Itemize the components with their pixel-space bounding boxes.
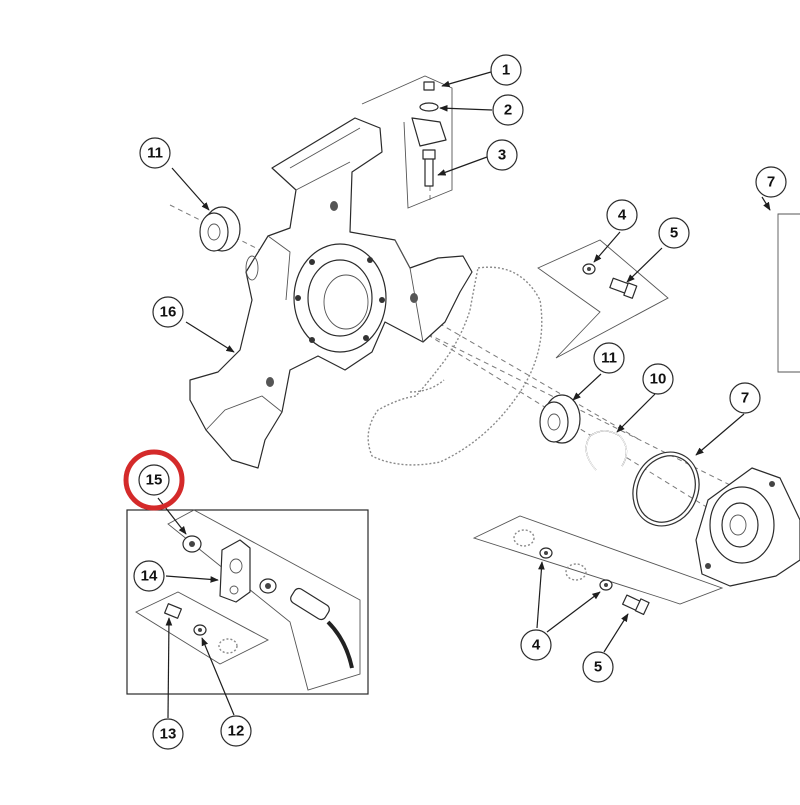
snap-ring-part-10 — [585, 430, 628, 471]
callout-5-upper-label: 5 — [670, 225, 678, 242]
callout-4-lower-label: 4 — [532, 637, 541, 654]
upper-axis-line — [329, 259, 641, 441]
callout-13-label: 13 — [160, 726, 177, 743]
callout-15[interactable]: 15 — [138, 464, 170, 496]
o-ring-part-7 — [632, 451, 700, 527]
callout-13[interactable]: 13 — [152, 718, 184, 750]
callout-7-top-label: 7 — [767, 174, 775, 191]
inset-frame — [126, 509, 369, 695]
callout-3[interactable]: 3 — [486, 139, 518, 171]
callout-3-label: 3 — [498, 147, 506, 164]
callout-bubbles: 1 2 3 4 5 7 7 10 11 11 16 15 14 13 12 4 … — [133, 54, 787, 750]
callout-10-label: 10 — [650, 371, 667, 388]
sprocket-outline — [367, 266, 543, 466]
callout-5-lower[interactable]: 5 — [582, 651, 614, 683]
callout-11-left[interactable]: 11 — [139, 137, 171, 169]
callout-7-ring[interactable]: 7 — [729, 382, 761, 414]
callout-2[interactable]: 2 — [492, 94, 524, 126]
callout-12[interactable]: 12 — [220, 715, 252, 747]
callout-16[interactable]: 16 — [152, 296, 184, 328]
main-bracket-part-16 — [189, 117, 473, 469]
callout-2-label: 2 — [504, 102, 512, 119]
callout-16-label: 16 — [160, 304, 177, 321]
callout-4-upper[interactable]: 4 — [606, 199, 638, 231]
callout-14[interactable]: 14 — [133, 560, 165, 592]
callout-15-label: 15 — [146, 472, 163, 489]
callout-14-label: 14 — [141, 568, 158, 585]
callout-7-ring-label: 7 — [741, 390, 749, 407]
bearing-part-11-left — [199, 206, 241, 252]
callout-7-top[interactable]: 7 — [755, 166, 787, 198]
highlight-ring-15 — [123, 449, 185, 511]
callout-12-label: 12 — [228, 723, 245, 740]
right-edge-panel — [777, 213, 800, 373]
callout-10[interactable]: 10 — [642, 363, 674, 395]
callout-4-upper-label: 4 — [618, 207, 627, 224]
callout-1-label: 1 — [502, 62, 510, 79]
callout-1[interactable]: 1 — [490, 54, 522, 86]
cover-plate — [695, 467, 800, 587]
leader-lines — [157, 71, 771, 719]
top-hardware-inset — [361, 75, 453, 209]
callout-11-right-label: 11 — [601, 350, 617, 367]
upper-right-hardware — [537, 239, 669, 359]
callout-5-lower-label: 5 — [594, 659, 602, 676]
callout-5-upper[interactable]: 5 — [658, 217, 690, 249]
lower-axis-line — [419, 329, 761, 541]
lower-right-hardware — [472, 515, 724, 616]
callout-4-lower[interactable]: 4 — [520, 629, 552, 661]
sensor-inset — [126, 509, 369, 695]
callout-11-right[interactable]: 11 — [593, 342, 625, 374]
callout-11-left-label: 11 — [147, 145, 163, 162]
bearing-part-11-right — [539, 394, 581, 444]
